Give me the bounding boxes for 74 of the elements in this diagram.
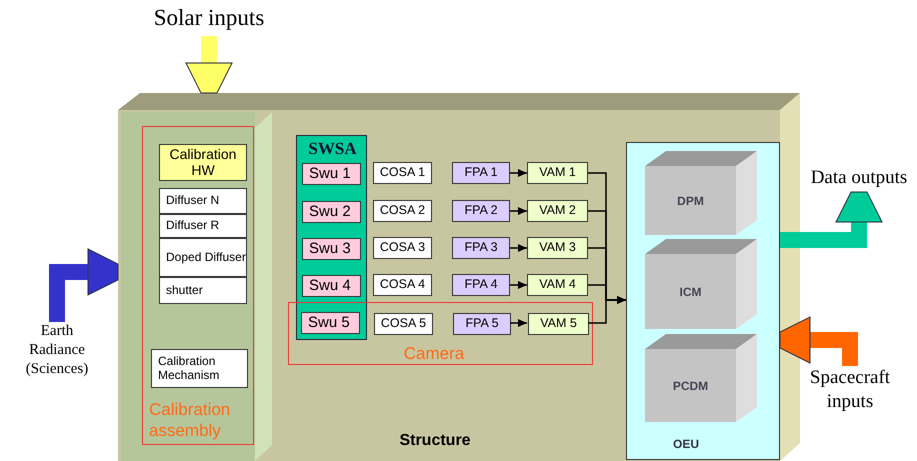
box-label: COSA 1 — [380, 166, 426, 180]
arrow — [588, 296, 626, 324]
box-label: VAM 5 — [540, 317, 577, 331]
component-box — [374, 313, 433, 335]
box-label: FPA 2 — [464, 204, 498, 218]
component-box — [373, 274, 432, 296]
box-label: Swu 3 — [309, 240, 351, 258]
component-box — [302, 238, 361, 260]
component-box — [159, 144, 247, 181]
box-label: FPA 5 — [465, 317, 499, 331]
component-box — [151, 349, 248, 388]
arrow — [510, 244, 527, 252]
component-box — [452, 237, 510, 259]
component-box — [159, 277, 247, 304]
box-label: COSA 4 — [380, 278, 426, 292]
box-label: shutter — [166, 284, 203, 298]
box-label: FPA 3 — [464, 241, 498, 255]
box-label: OEU — [672, 437, 700, 452]
component-box — [302, 275, 361, 297]
component-box — [373, 200, 432, 222]
component-box — [302, 163, 361, 185]
component-box — [302, 201, 361, 223]
component-box — [159, 188, 247, 214]
assembly-frame — [288, 302, 593, 365]
box-label: Diffuser N — [166, 194, 220, 208]
caption-text: Data outputs — [803, 166, 915, 192]
box-label: DPM — [676, 194, 705, 208]
box-label: VAM 3 — [539, 241, 576, 255]
box-label: VAM 4 — [539, 278, 576, 292]
component-box — [453, 313, 511, 335]
component-box — [373, 162, 432, 184]
box-label: Doped Diffuser — [166, 250, 246, 264]
box-label: FPA 4 — [464, 278, 498, 292]
box-label: Swu 5 — [308, 314, 350, 332]
electronics-unit-box — [626, 142, 780, 460]
box-label: COSA 2 — [380, 204, 426, 218]
box-label: COSA 3 — [380, 241, 426, 255]
box-label: VAM 2 — [539, 204, 576, 218]
box-label: Calibration assembly — [149, 399, 232, 442]
arrow — [510, 319, 527, 327]
component-box — [527, 274, 588, 296]
caption-text: Solar inputs — [140, 4, 278, 36]
box-label: Camera — [402, 343, 466, 364]
component-box — [452, 274, 510, 296]
assembly-frame — [142, 126, 254, 445]
box-label: ICM — [678, 284, 702, 298]
component-box — [527, 162, 588, 184]
arrow — [510, 281, 527, 289]
box-label: COSA 5 — [380, 317, 426, 331]
box-label: Swu 1 — [309, 166, 351, 182]
component-box — [452, 200, 510, 222]
box-label: Calibration HW — [168, 147, 238, 178]
component-box — [373, 237, 432, 259]
box-label: PCDM — [672, 378, 710, 392]
component-box — [159, 214, 247, 238]
arrow — [510, 169, 527, 177]
box-label: Structure — [398, 431, 472, 451]
component-box — [527, 237, 588, 259]
component-box — [159, 238, 247, 277]
arrow — [510, 207, 527, 215]
box-label: Calibration Mechanism — [158, 355, 220, 382]
box-label: Swu 4 — [309, 278, 351, 294]
box-label: FPA 1 — [464, 166, 498, 180]
component-box — [528, 313, 589, 335]
subassembly-box — [296, 135, 367, 340]
component-box — [452, 162, 510, 184]
component-box — [527, 200, 588, 222]
caption-text: Spacecraft inputs — [798, 366, 902, 416]
caption-text: Earth Radiance (Sciences) — [14, 322, 100, 386]
box-label: SWSA — [307, 138, 358, 160]
box-label: Diffuser R — [166, 219, 220, 233]
box-label: Swu 2 — [309, 204, 351, 220]
component-box — [301, 312, 360, 334]
box-label: VAM 1 — [539, 166, 576, 180]
